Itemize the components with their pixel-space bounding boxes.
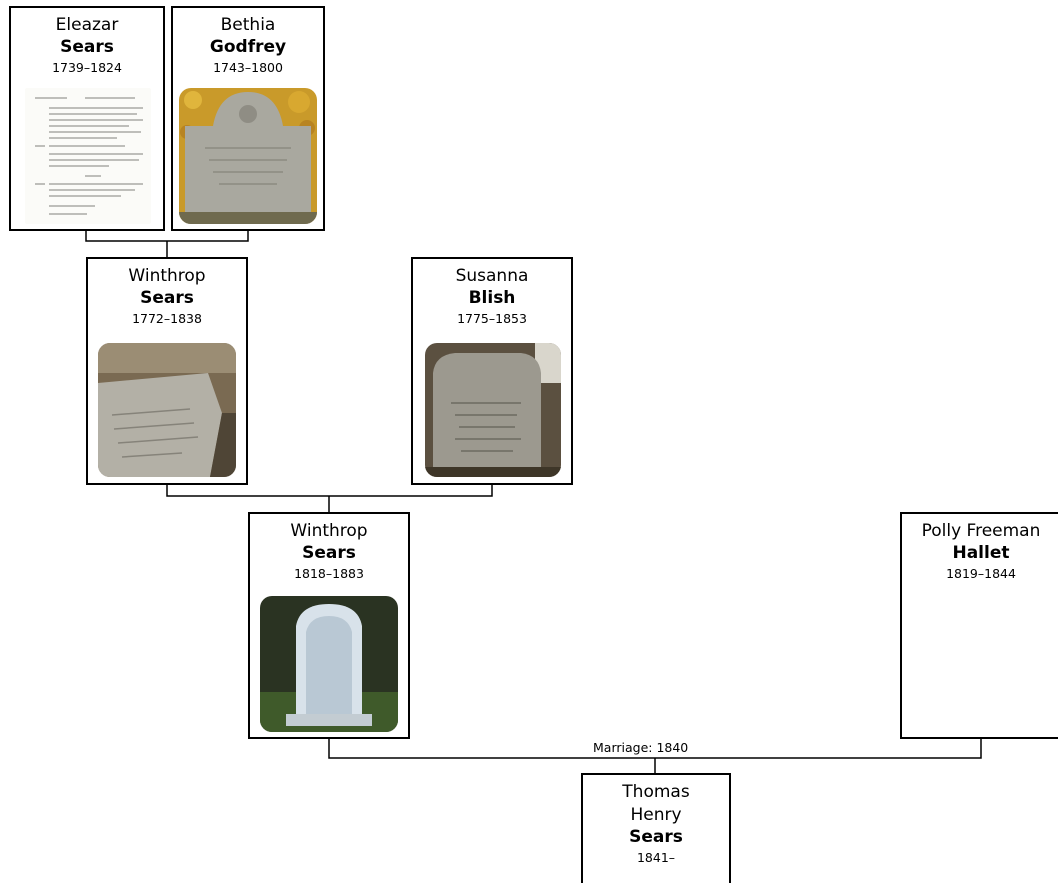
life-dates: 1739–1824 (52, 60, 122, 75)
surname: Sears (302, 543, 356, 563)
surname: Hallet (952, 543, 1010, 563)
surname: Godfrey (209, 37, 287, 57)
life-dates: 1743–1800 (213, 60, 283, 75)
life-dates: 1841– (636, 850, 676, 865)
document-page-photo[interactable] (25, 88, 151, 224)
person-card-thomas-henry-sears[interactable]: Thomas Henry Sears 1841– (581, 773, 731, 883)
life-dates: 1775–1853 (457, 311, 527, 326)
person-card-winthrop-sears-1772[interactable]: Winthrop Sears 1772–1838 (86, 257, 248, 485)
gravestone-photo[interactable] (260, 596, 398, 732)
surname: Sears (60, 37, 114, 57)
person-card-bethia-godfrey[interactable]: Bethia Godfrey 1743–1800 (171, 6, 325, 231)
given-name: Bethia (220, 15, 276, 35)
surname: Blish (468, 288, 516, 308)
surname: Sears (140, 288, 194, 308)
person-card-eleazar-sears[interactable]: Eleazar Sears 1739–1824 (9, 6, 165, 231)
connector-eleazar-bethia (85, 231, 249, 242)
person-card-polly-freeman-hallet[interactable]: Polly Freeman Hallet 1819–1844 (900, 512, 1058, 739)
person-card-susanna-blish[interactable]: Susanna Blish 1775–1853 (411, 257, 573, 485)
given-name: Winthrop (290, 521, 368, 541)
gravestone-photo[interactable] (425, 343, 561, 477)
life-dates: 1772–1838 (132, 311, 202, 326)
given-name: Winthrop (128, 266, 206, 286)
surname: Sears (629, 827, 683, 847)
given-name: Eleazar (55, 15, 119, 35)
connector-winthrop-susanna (166, 485, 493, 497)
life-dates: 1819–1844 (946, 566, 1016, 581)
life-dates: 1818–1883 (294, 566, 364, 581)
given-name: Susanna (455, 266, 529, 286)
person-card-winthrop-sears-1818[interactable]: Winthrop Sears 1818–1883 (248, 512, 410, 739)
given-name: Thomas Henry (622, 782, 690, 825)
gravestone-photo[interactable] (98, 343, 236, 477)
given-name: Polly Freeman (921, 521, 1041, 541)
marriage-label: Marriage: 1840 (593, 740, 689, 755)
gravestone-photo[interactable] (179, 88, 317, 224)
